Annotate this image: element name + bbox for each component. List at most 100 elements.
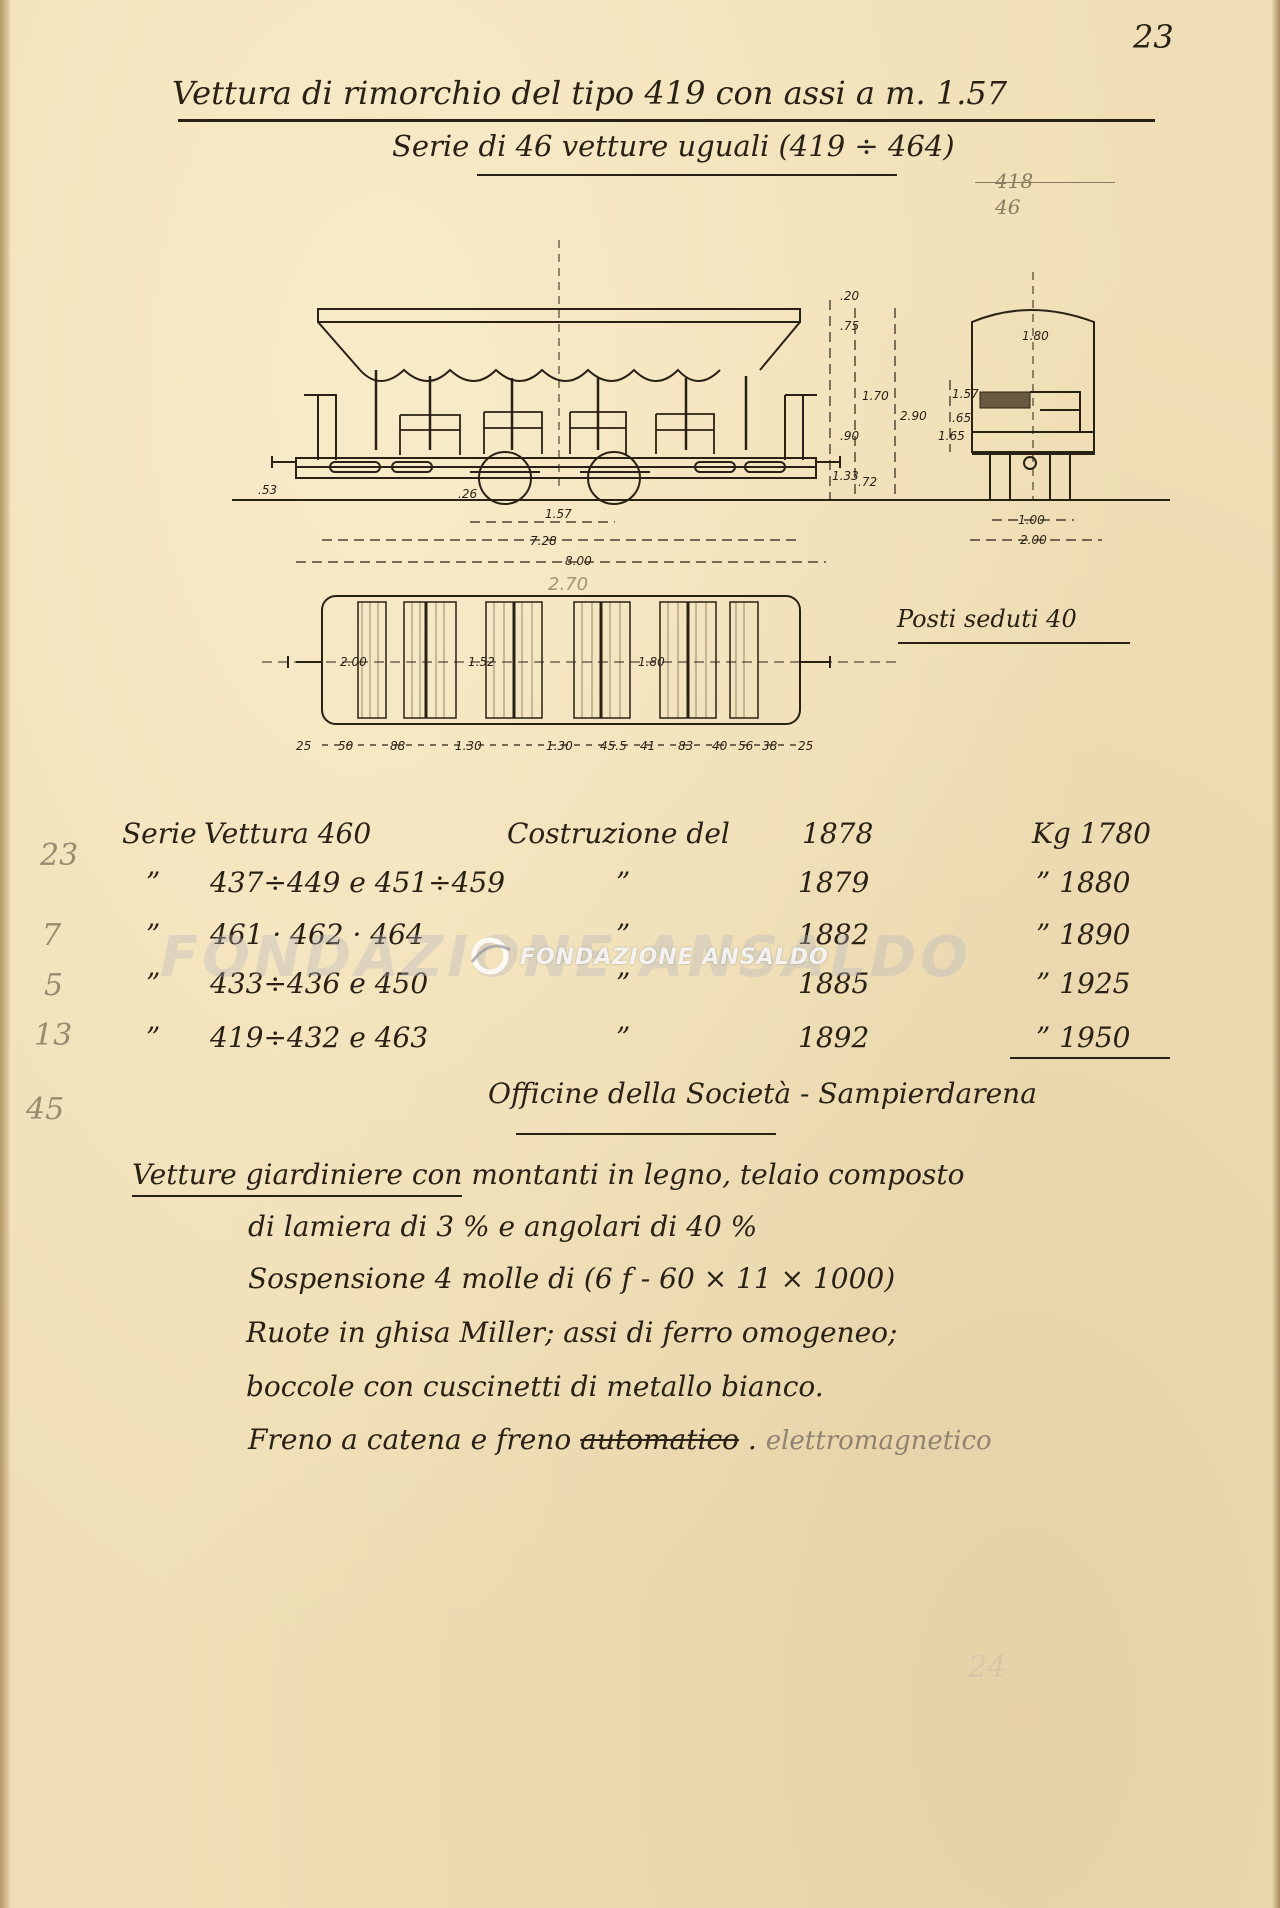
- cell-anno: 1879: [798, 866, 870, 899]
- page-subtitle: Serie di 46 vetture uguali (419 ÷ 464): [392, 129, 955, 163]
- cell-kg: ” 1950: [1036, 1021, 1131, 1054]
- dim-plan-2: 1.52: [468, 655, 495, 669]
- margin-note-5: 45: [26, 1092, 65, 1127]
- cell-kg: ” 1880: [1036, 866, 1131, 899]
- cell-kg: ” 1925: [1036, 967, 1131, 1000]
- dim-side-8: 2.90: [900, 409, 927, 423]
- dim-side-12: .65: [952, 411, 971, 425]
- description-line-3: Sospensione 4 molle di (6 f - 60 × 11 × …: [248, 1262, 896, 1295]
- cell-serie: Serie: [122, 817, 197, 850]
- dim-plan-1: 2.00: [340, 655, 367, 669]
- dim-end-3: 1.65: [938, 429, 965, 443]
- cell-costruzione: Costruzione del: [507, 817, 730, 850]
- pencil-fraction-line: [975, 182, 1115, 183]
- dim-bottom-4: 1.30: [455, 739, 482, 753]
- right-wheel: [587, 451, 641, 505]
- dim-bottom-1: 25: [296, 739, 311, 753]
- subtitle-underline: [477, 174, 897, 176]
- dim-plan-3: 1.80: [638, 655, 665, 669]
- dim-side-1: 1.57: [545, 507, 572, 521]
- pencil-fraction-bottom: 46: [995, 195, 1021, 219]
- cell-costruzione: ”: [616, 1021, 631, 1054]
- description-heading: Vetture giardiniere: [132, 1158, 403, 1191]
- page-number: 23: [1133, 18, 1174, 56]
- dim-end-1: 1.80: [1022, 329, 1049, 343]
- workshop-underline: [516, 1133, 776, 1135]
- dim-bottom-10: 56: [738, 739, 754, 753]
- dim-side-5: .20: [840, 289, 859, 303]
- pencil-fraction: 418 46: [995, 168, 1033, 220]
- tram-car-drawing: 1.57 7.28 8.00 2.70 .20 .75 1.70 2.90 .9…: [232, 240, 1170, 753]
- dim-bottom-5: 1.30: [546, 739, 573, 753]
- cell-serie: ”: [146, 967, 161, 1000]
- dim-bottom-9: 40: [712, 739, 728, 753]
- cell-serie: ”: [146, 1021, 161, 1054]
- dim-side-7: 1.70: [862, 389, 889, 403]
- dim-end-4: 1.00: [1018, 513, 1045, 527]
- dim-side-10: 1.33: [832, 469, 859, 483]
- struck-word: automatico: [580, 1423, 739, 1456]
- cell-anno: 1878: [802, 817, 874, 850]
- pencil-fraction-top: 418: [995, 169, 1034, 193]
- description-heading-underline: [132, 1195, 462, 1197]
- plan-outline: [321, 595, 801, 725]
- side-posts: [374, 370, 748, 450]
- seated-underline: [898, 642, 1130, 644]
- dim-bottom-6: 45.5: [600, 739, 627, 753]
- watermark-logo-icon: [470, 937, 511, 975]
- cell-vettura: 437÷449 e 451÷459: [210, 866, 506, 899]
- left-platform: [304, 394, 337, 460]
- dim-end-5: 2.00: [1020, 533, 1047, 547]
- cell-vettura: 461 · 462 · 464: [210, 918, 424, 951]
- dim-side-11: .72: [858, 475, 877, 489]
- dim-end-2: 1.57: [952, 387, 979, 401]
- title-underline: [178, 119, 1155, 122]
- dim-bottom-3: 88: [390, 739, 406, 753]
- dim-side-6: .75: [840, 319, 859, 333]
- page-title: Vettura di rimorchio del tipo 419 con as…: [172, 74, 1008, 112]
- left-wheel: [478, 451, 532, 505]
- brake-text: Freno a catena e freno: [248, 1423, 581, 1456]
- cell-serie: ”: [146, 866, 161, 899]
- cell-vettura: 419÷432 e 463: [210, 1021, 429, 1054]
- cell-anno: 1882: [798, 918, 870, 951]
- cell-serie: ”: [146, 918, 161, 951]
- cell-vettura: Vettura 460: [204, 817, 372, 850]
- dim-side-13: .53: [258, 483, 277, 497]
- weight-total-rule: [1010, 1057, 1170, 1059]
- cell-kg: Kg 1780: [1032, 817, 1151, 850]
- cell-costruzione: ”: [616, 866, 631, 899]
- margin-note-4: 13: [34, 1018, 73, 1053]
- roof-overhang: [317, 321, 801, 371]
- cell-costruzione: ”: [616, 918, 631, 951]
- watermark-logo-text: FONDAZIONE ANSALDO: [520, 945, 829, 970]
- margin-note-3: 5: [44, 968, 64, 1003]
- dim-bottom-7: 41: [640, 739, 655, 753]
- dim-bottom-12: 25: [798, 739, 813, 753]
- description-line-5: boccole con cuscinetti di metallo bianco…: [246, 1370, 824, 1403]
- benches: [399, 411, 715, 455]
- description-line-4: Ruote in ghisa Miller; assi di ferro omo…: [246, 1316, 898, 1349]
- dim-side-2: 7.28: [530, 534, 557, 548]
- right-platform: [784, 394, 817, 460]
- dim-side-9: .90: [840, 429, 859, 443]
- dim-side-3: 8.00: [565, 554, 592, 568]
- watermark: FONDAZIONE ANSALDO: [160, 925, 972, 990]
- dim-side-14: .26: [458, 487, 477, 501]
- description-line-2: di lamiera di 3 % e angolari di 40 %: [248, 1210, 758, 1243]
- margin-note-2: 7: [42, 918, 62, 953]
- cell-kg: ” 1890: [1036, 918, 1131, 951]
- description-line-1-rest: con montanti in legno, telaio composto: [402, 1158, 965, 1191]
- seated-capacity-label: Posti seduti 40: [897, 605, 1077, 633]
- dim-side-4: 2.70: [548, 574, 588, 595]
- description-line-1: Vetture giardiniere con montanti in legn…: [132, 1158, 964, 1191]
- cell-anno: 1885: [798, 967, 870, 1000]
- margin-note-1: 23: [40, 838, 79, 873]
- buffers: [271, 456, 841, 468]
- cell-anno: 1892: [798, 1021, 870, 1054]
- cell-vettura: 433÷436 e 450: [210, 967, 429, 1000]
- faint-page-mark: 24: [968, 1650, 1007, 1685]
- pencil-correction: elettromagnetico: [765, 1426, 992, 1456]
- roof-valance: [359, 368, 721, 382]
